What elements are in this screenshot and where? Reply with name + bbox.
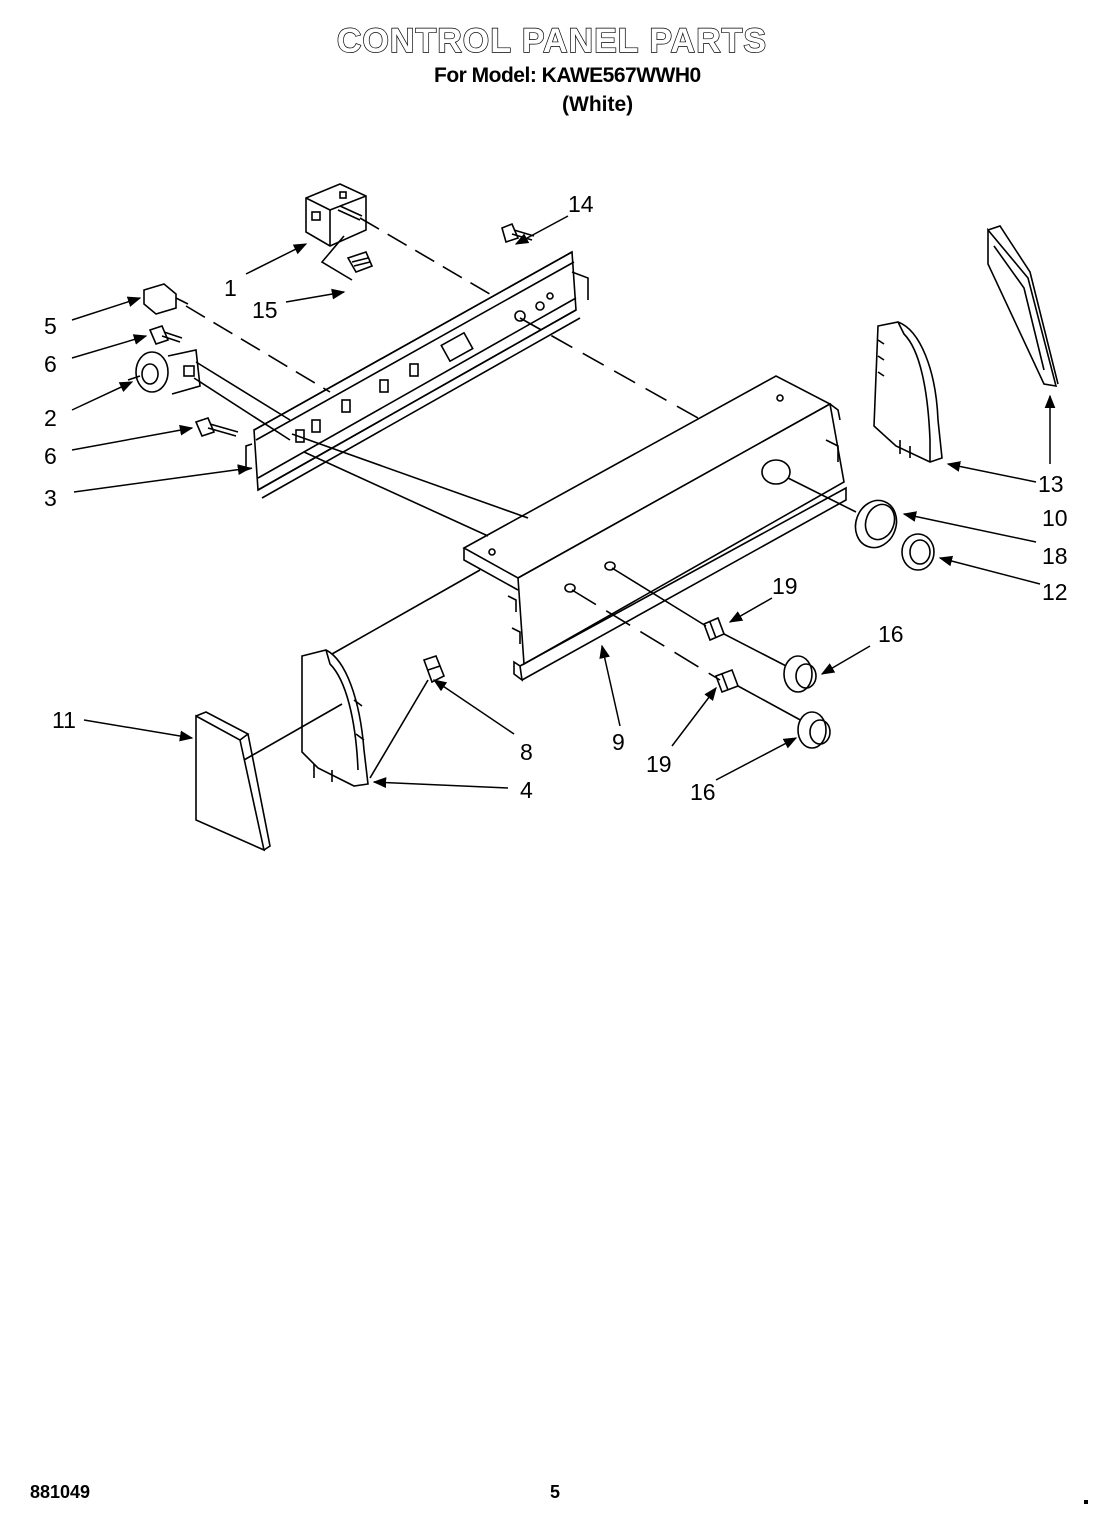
callout-19-upper: 19 xyxy=(772,573,798,599)
part-timer-switch xyxy=(305,183,367,247)
callout-2: 2 xyxy=(44,405,57,431)
callout-16-lower: 16 xyxy=(690,779,716,805)
callout-4: 4 xyxy=(520,777,533,803)
callout-3: 3 xyxy=(44,485,57,511)
part-knob-12 xyxy=(901,533,935,571)
part-end-cap-left xyxy=(301,649,369,787)
callout-19-lower: 19 xyxy=(646,751,672,777)
part-end-cap-right xyxy=(873,321,943,463)
callout-labels: 1 2 3 4 5 6 6 8 9 10 11 12 13 14 15 16 1… xyxy=(44,191,1068,805)
part-button-16b xyxy=(797,711,831,749)
part-screw-14 xyxy=(501,222,535,244)
callout-1: 1 xyxy=(224,275,237,301)
leader-arrows xyxy=(71,215,1056,789)
model-line: For Model: KAWE567WWH0 xyxy=(434,64,701,87)
part-panel-housing xyxy=(462,375,847,682)
color-line: (White) xyxy=(562,93,634,116)
part-button-16a xyxy=(783,655,817,693)
callout-12: 12 xyxy=(1042,579,1068,605)
part-trim-11 xyxy=(195,711,271,852)
part-screw-15 xyxy=(346,251,374,273)
part-ring-18 xyxy=(854,499,898,549)
callout-15: 15 xyxy=(252,297,278,323)
page-title: CONTROL PANEL PARTS xyxy=(336,21,768,60)
document-number: 881049 xyxy=(30,1482,91,1502)
callout-8: 8 xyxy=(520,739,533,765)
callout-9: 9 xyxy=(612,729,625,755)
callout-14: 14 xyxy=(568,191,594,217)
part-clip-8 xyxy=(422,655,446,684)
corner-mark xyxy=(1084,1500,1088,1504)
callout-11: 11 xyxy=(52,707,76,733)
part-selector-switch xyxy=(127,349,201,395)
part-switch-5 xyxy=(143,283,189,315)
callout-13: 13 xyxy=(1038,471,1064,497)
callout-5: 5 xyxy=(44,313,57,339)
page-number: 5 xyxy=(550,1482,561,1502)
part-screw-6a xyxy=(148,325,183,345)
callout-6-upper: 6 xyxy=(44,351,57,377)
callout-16-upper: 16 xyxy=(878,621,904,647)
callout-18: 18 xyxy=(1042,543,1068,569)
part-screw-6b xyxy=(194,417,239,437)
callout-6-lower: 6 xyxy=(44,443,57,469)
guide-line xyxy=(359,217,501,301)
part-spacer-19a xyxy=(702,616,726,642)
callout-10: 10 xyxy=(1042,505,1068,531)
part-console-panel xyxy=(245,250,589,499)
part-trim-13 xyxy=(987,225,1059,387)
part-spacer-19b xyxy=(714,668,740,694)
